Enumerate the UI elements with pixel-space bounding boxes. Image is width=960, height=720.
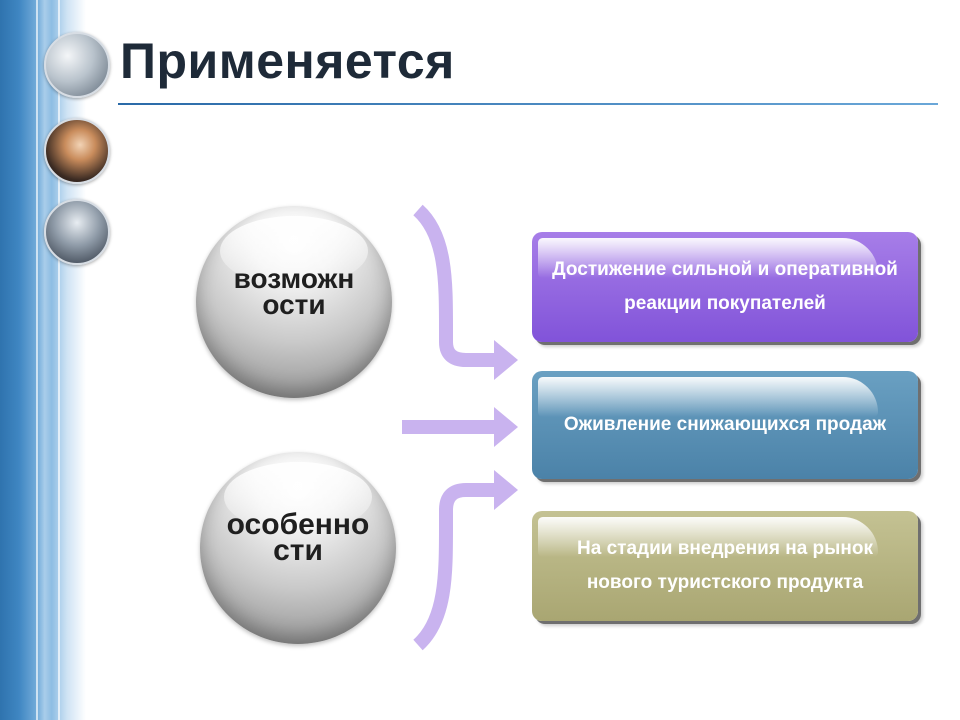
sphere-opportunities: возможн ости bbox=[196, 206, 392, 398]
arrow-middle bbox=[402, 420, 496, 434]
callout-text: Достижение сильной и оперативной реакции… bbox=[552, 259, 898, 314]
sphere-highlight bbox=[220, 216, 368, 286]
callout-box-sales-revival: Оживление снижающихся продаж bbox=[532, 371, 918, 479]
title-underline bbox=[118, 103, 938, 105]
arrow-bottom-head bbox=[494, 470, 518, 510]
callout-box-product-introduction: На стадии внедрения на рынок нового тури… bbox=[532, 511, 918, 621]
arrow-middle-head bbox=[494, 407, 518, 447]
walking-people-photo bbox=[44, 199, 110, 265]
sidebar-stripe bbox=[58, 0, 60, 720]
slide-title: Применяется bbox=[120, 33, 455, 89]
arrow-top bbox=[413, 204, 496, 367]
office-equipment-photo bbox=[44, 32, 110, 98]
arrow-bottom bbox=[413, 483, 496, 651]
sphere-label: возможн ости bbox=[233, 263, 355, 320]
sidebar-stripe bbox=[36, 0, 38, 720]
callout-text: Оживление снижающихся продаж bbox=[563, 414, 887, 435]
sphere-highlight bbox=[224, 462, 372, 532]
sphere-features: особенно сти bbox=[200, 452, 396, 644]
callout-text: На стадии внедрения на рынок нового тури… bbox=[577, 538, 873, 593]
business-meeting-photo bbox=[44, 118, 110, 184]
arrow-top-head bbox=[494, 340, 518, 380]
sphere-label: особенно сти bbox=[226, 508, 370, 567]
callout-box-customer-reaction: Достижение сильной и оперативной реакции… bbox=[532, 232, 918, 342]
